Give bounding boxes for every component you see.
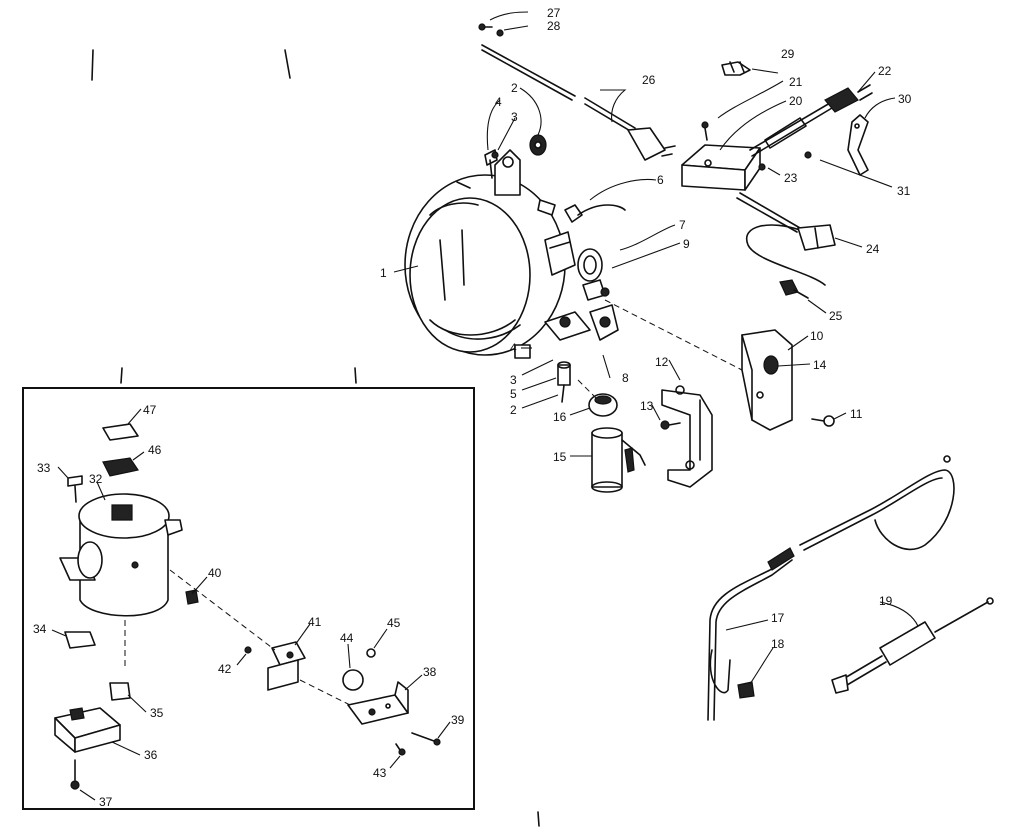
label-24: 24: [866, 242, 880, 256]
label-46: 46: [148, 443, 162, 457]
label-6: 6: [657, 173, 664, 187]
label-34: 34: [33, 622, 47, 636]
screw-43: [395, 743, 406, 756]
label-17: 17: [771, 611, 785, 625]
base-bracket-36: [54, 707, 121, 753]
screws-27-28: [478, 23, 504, 37]
label-3-top: 3: [511, 110, 518, 124]
label-15: 15: [553, 450, 567, 464]
label-27: 27: [547, 6, 561, 20]
overload-cap: [588, 393, 618, 417]
relay-housing-32: [59, 493, 183, 617]
label-22: 22: [878, 64, 892, 78]
bolt-25: [779, 279, 809, 299]
capillary-tube-17: [707, 455, 955, 721]
scan-marks: [91, 49, 540, 827]
label-45: 45: [387, 616, 401, 630]
label-4-top: 4: [495, 95, 502, 109]
label-16: 16: [553, 410, 567, 424]
label-20: 20: [789, 94, 803, 108]
pad-46: [102, 457, 139, 477]
nut-35: [109, 682, 131, 701]
label-44: 44: [340, 631, 354, 645]
label-11: 11: [850, 407, 863, 421]
leader-lines: [51, 11, 919, 801]
grommet-set-bottom: [557, 361, 571, 403]
label-43: 43: [373, 766, 387, 780]
bracket-12: [661, 385, 713, 488]
label-33: 33: [37, 461, 51, 475]
label-39: 39: [451, 713, 465, 727]
nut-23: [758, 163, 766, 171]
terminal-box: [544, 204, 626, 276]
cover-47: [102, 423, 139, 441]
label-36: 36: [144, 748, 158, 762]
label-23: 23: [784, 171, 798, 185]
label-5: 5: [510, 387, 517, 401]
label-40: 40: [208, 566, 222, 580]
bracket-30: [804, 114, 869, 176]
drier-19: [831, 597, 994, 694]
bottom-mounts: [514, 304, 619, 359]
label-4-bottom: 4: [510, 341, 517, 355]
label-32: 32: [89, 472, 103, 486]
screw-37: [70, 759, 80, 790]
label-21: 21: [789, 75, 803, 89]
bracket-38: [347, 681, 409, 725]
top-mount-bracket: [456, 149, 556, 216]
relay-41: [267, 641, 306, 691]
clip-18: [737, 681, 755, 699]
label-28: 28: [547, 19, 561, 33]
inset-frame: [22, 387, 475, 810]
clip-34: [64, 631, 96, 649]
gasket-ring: [577, 248, 610, 301]
screw-13: [660, 420, 681, 430]
label-12: 12: [655, 355, 669, 369]
label-47: 47: [143, 403, 157, 417]
label-9: 9: [683, 237, 690, 251]
cap-44: [342, 669, 364, 691]
label-19: 19: [879, 594, 893, 608]
label-38: 38: [423, 665, 437, 679]
label-42: 42: [218, 662, 232, 676]
label-26: 26: [642, 73, 656, 87]
part-number-labels: 1 2 4 3 27 28 26 6 7 9 29 21 22 20 30 23…: [33, 6, 912, 809]
label-13: 13: [640, 399, 654, 413]
label-2-top: 2: [511, 81, 518, 95]
label-37: 37: [99, 795, 113, 809]
junction-block-20: [681, 144, 761, 191]
label-29: 29: [781, 47, 795, 61]
screw-33: [67, 475, 83, 503]
label-3-bottom: 3: [510, 373, 517, 387]
grommet-set-top: [484, 134, 547, 179]
power-cord-26: [481, 44, 676, 161]
wire-harness-24: [736, 192, 836, 286]
screw-11: [811, 415, 835, 427]
screw-39: [411, 732, 441, 746]
label-1: 1: [380, 266, 387, 280]
label-2-bottom: 2: [510, 403, 517, 417]
compressor-drum: [404, 174, 566, 356]
mount-plate-10: [741, 329, 793, 431]
label-7: 7: [679, 218, 686, 232]
label-14: 14: [813, 358, 827, 372]
label-30: 30: [898, 92, 912, 106]
capacitor: [591, 427, 646, 493]
label-35: 35: [150, 706, 164, 720]
label-18: 18: [771, 637, 785, 651]
plug-cord-22: [749, 84, 873, 157]
washer-40: [185, 589, 199, 605]
label-8: 8: [622, 371, 629, 385]
screw-45: [366, 648, 376, 658]
label-10: 10: [810, 329, 824, 343]
screw-21: [701, 121, 709, 141]
screw-42: [244, 646, 252, 654]
clip-29: [721, 61, 751, 76]
label-25: 25: [829, 309, 843, 323]
label-41: 41: [308, 615, 322, 629]
label-31: 31: [897, 184, 911, 198]
